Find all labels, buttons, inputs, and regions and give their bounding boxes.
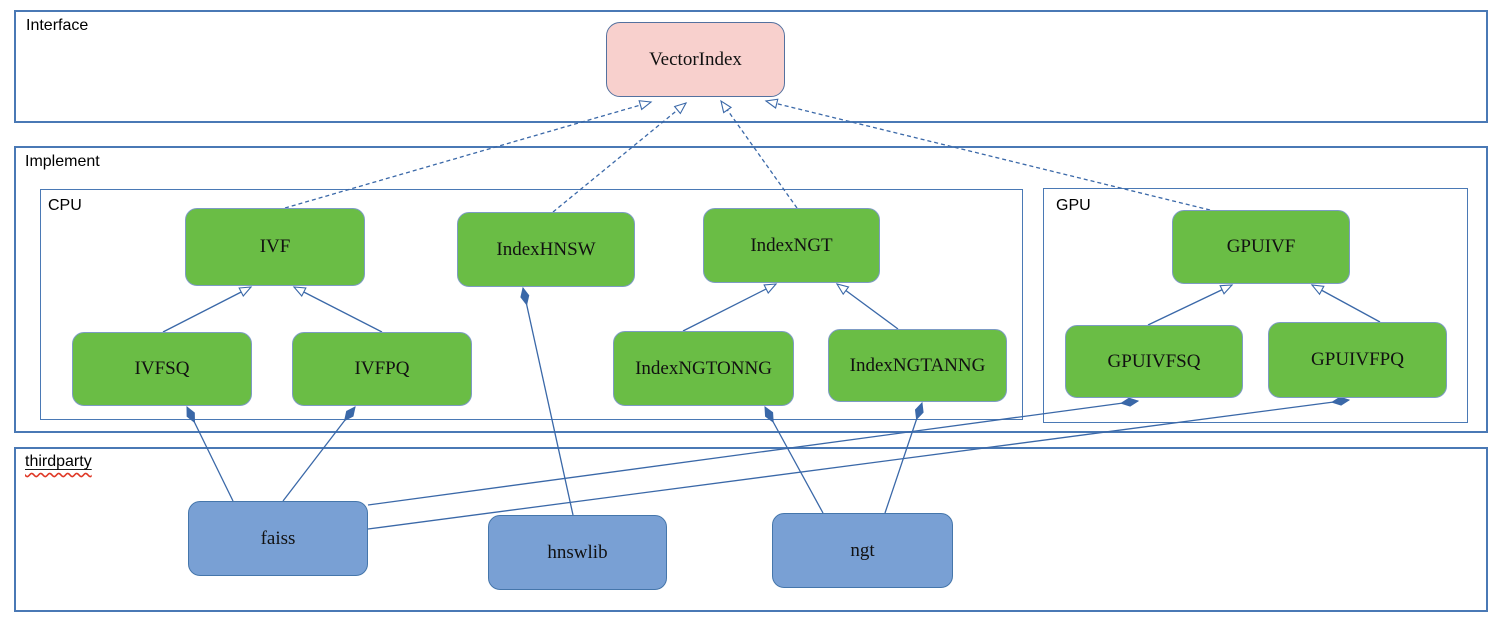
node-gpuivfpq: GPUIVFPQ	[1268, 322, 1447, 398]
container-label-gpu: GPU	[1056, 197, 1091, 214]
node-gpuivfsq: GPUIVFSQ	[1065, 325, 1243, 398]
container-label-thirdparty: thirdparty	[25, 453, 92, 471]
node-gpuivf: GPUIVF	[1172, 210, 1350, 284]
node-indexhnsw: IndexHNSW	[457, 212, 635, 287]
node-ngt: ngt	[772, 513, 953, 588]
node-indexngt: IndexNGT	[703, 208, 880, 283]
node-ivfsq: IVFSQ	[72, 332, 252, 406]
node-ivfpq: IVFPQ	[292, 332, 472, 406]
node-hnswlib: hnswlib	[488, 515, 667, 590]
node-ivf: IVF	[185, 208, 365, 286]
container-label-interface: Interface	[26, 17, 89, 34]
node-indexngtonng: IndexNGTONNG	[613, 331, 794, 406]
container-label-thirdparty-text: thirdparty	[25, 453, 92, 470]
container-label-implement: Implement	[25, 153, 100, 170]
container-label-cpu: CPU	[48, 197, 82, 214]
node-faiss: faiss	[188, 501, 368, 576]
node-indexngtanng: IndexNGTANNG	[828, 329, 1007, 402]
node-vectorindex: VectorIndex	[606, 22, 785, 97]
